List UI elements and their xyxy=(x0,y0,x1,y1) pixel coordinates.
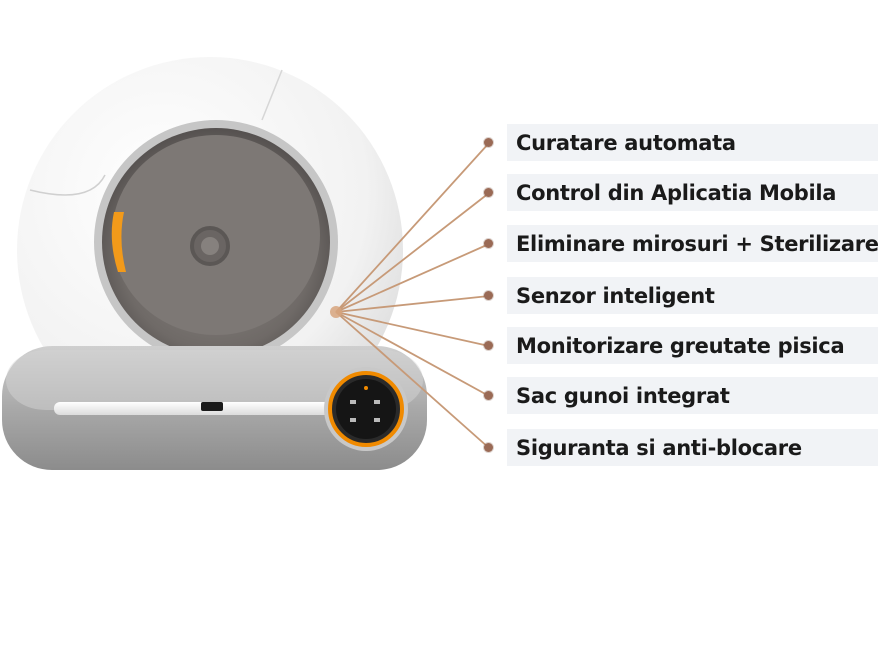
control-panel xyxy=(324,367,408,451)
entrance-opening xyxy=(94,120,338,364)
callout-bullet xyxy=(484,341,493,350)
feature-label-weight-monitoring: Monitorizare greutate pisica xyxy=(507,327,878,364)
callout-lines xyxy=(335,142,490,449)
callout-origin-dot xyxy=(330,306,342,318)
feature-label-safety-anti-jam: Siguranta si anti-blocare xyxy=(507,429,878,466)
callout-bullet xyxy=(484,188,493,197)
feature-label-integrated-waste-bag: Sac gunoi integrat xyxy=(507,377,878,414)
callout-bullet xyxy=(484,138,493,147)
feature-label-smart-sensor: Senzor inteligent xyxy=(507,277,878,314)
callout-bullet xyxy=(484,391,493,400)
base-unit xyxy=(2,346,427,470)
feature-label-automatic-cleaning: Curatare automata xyxy=(507,124,878,161)
callout-bullet xyxy=(484,443,493,452)
feature-label-odor-sterilization: Eliminare mirosuri + Sterilizare xyxy=(507,225,878,262)
feature-label-mobile-app-control: Control din Aplicatia Mobila xyxy=(507,174,878,211)
callout-bullet xyxy=(484,291,493,300)
callout-bullet xyxy=(484,239,493,248)
